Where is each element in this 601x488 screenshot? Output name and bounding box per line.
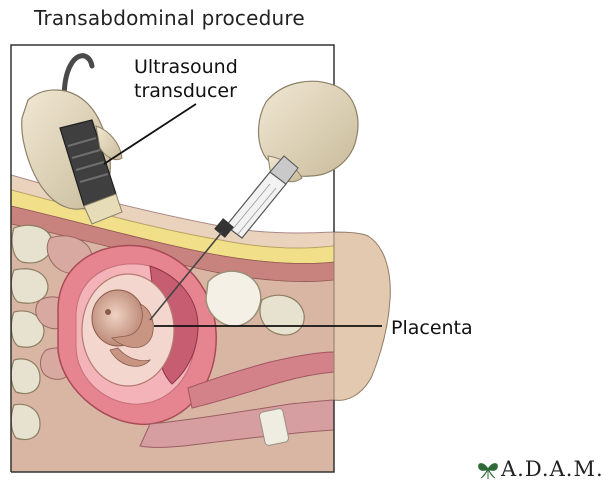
bladder: [206, 271, 261, 326]
adam-logo: A.D.A.M.: [477, 457, 601, 481]
placenta-label: Placenta: [391, 316, 473, 340]
transducer-label-line1: Ultrasound: [134, 55, 238, 79]
logo-text: A.D.A.M.: [501, 457, 601, 481]
transducer-label: Ultrasound transducer: [134, 55, 238, 103]
leaf-icon: [477, 459, 499, 479]
transducer-label-line2: transducer: [134, 79, 238, 103]
thigh: [334, 232, 390, 400]
